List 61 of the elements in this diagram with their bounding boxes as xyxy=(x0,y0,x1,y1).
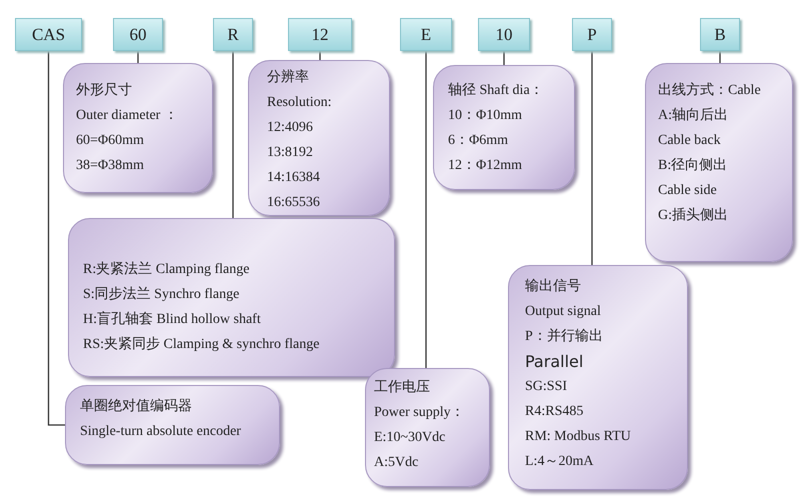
option-text: Outer diameter ： xyxy=(76,107,178,125)
code-box: 60 xyxy=(113,18,163,51)
option-box xyxy=(68,218,395,377)
option-text: R4:RS485 xyxy=(525,403,584,421)
option-box xyxy=(63,63,213,193)
code-box: 12 xyxy=(288,18,352,51)
option-text: SG:SSI xyxy=(525,378,568,396)
connector-line xyxy=(137,51,139,63)
option-text: Power supply： xyxy=(374,404,465,422)
option-text: 38=Φ38mm xyxy=(76,157,144,175)
option-text: B:径向侧出 xyxy=(658,156,728,175)
option-text: E:10~30Vdc xyxy=(374,429,446,447)
connector-line xyxy=(503,51,505,65)
option-text: RM: Modbus RTU xyxy=(525,428,631,446)
option-text: Single-turn absolute encoder xyxy=(80,423,241,441)
box-heading: 分辨率 xyxy=(267,68,309,87)
option-text: 13:8192 xyxy=(267,144,313,162)
box-heading: 外形尺寸 xyxy=(76,82,132,100)
option-box xyxy=(65,385,280,465)
code-box: E xyxy=(400,18,452,51)
code-box: CAS xyxy=(15,18,82,51)
box-heading: 输出信号 xyxy=(525,278,581,296)
option-text: Parallel xyxy=(525,351,584,373)
option-text: A:轴向后出 xyxy=(658,106,728,125)
code-box: R xyxy=(213,18,253,51)
option-box xyxy=(508,265,688,490)
code-box: P xyxy=(572,18,612,51)
option-text: H:盲孔轴套 Blind hollow shaft xyxy=(83,310,261,329)
option-text: 16:65536 xyxy=(267,194,320,212)
option-text: Cable side xyxy=(658,182,717,200)
option-text: 12：Φ12mm xyxy=(448,157,522,175)
option-box xyxy=(433,65,575,190)
connector-line xyxy=(232,51,234,218)
connector-line xyxy=(425,51,427,368)
option-text: S:同步法兰 Synchro flange xyxy=(83,286,240,304)
option-text: Cable back xyxy=(658,132,721,150)
code-box: 10 xyxy=(478,18,530,51)
option-box xyxy=(248,60,390,216)
connector-line xyxy=(591,51,593,265)
connector-line xyxy=(48,51,65,426)
option-text: 12:4096 xyxy=(267,119,313,137)
option-text: 14:16384 xyxy=(267,169,320,187)
option-text: 6：Φ6mm xyxy=(448,132,508,150)
option-box xyxy=(365,368,490,487)
box-heading: 单圈绝对值编码器 xyxy=(80,398,192,416)
option-text: 10：Φ10mm xyxy=(448,107,522,125)
option-text: A:5Vdc xyxy=(374,454,418,472)
box-heading: 工作电压 xyxy=(374,378,430,397)
option-text: L:4～20mA xyxy=(525,453,594,471)
box-heading: 出线方式：Cable xyxy=(658,81,761,100)
option-text: RS:夹紧同步 Clamping & synchro flange xyxy=(83,336,320,354)
option-text: Resolution: xyxy=(267,94,332,112)
box-heading: 轴径 Shaft dia： xyxy=(448,82,544,100)
option-text: G:插头侧出 xyxy=(658,206,728,225)
option-text: 60=Φ60mm xyxy=(76,132,144,150)
box-heading: R:夹紧法兰 Clamping flange xyxy=(83,260,250,279)
code-box: B xyxy=(700,18,740,51)
connector-line xyxy=(719,51,721,63)
option-box xyxy=(645,63,793,262)
option-text: Output signal xyxy=(525,303,601,321)
option-text: P：并行输出 xyxy=(525,327,603,346)
